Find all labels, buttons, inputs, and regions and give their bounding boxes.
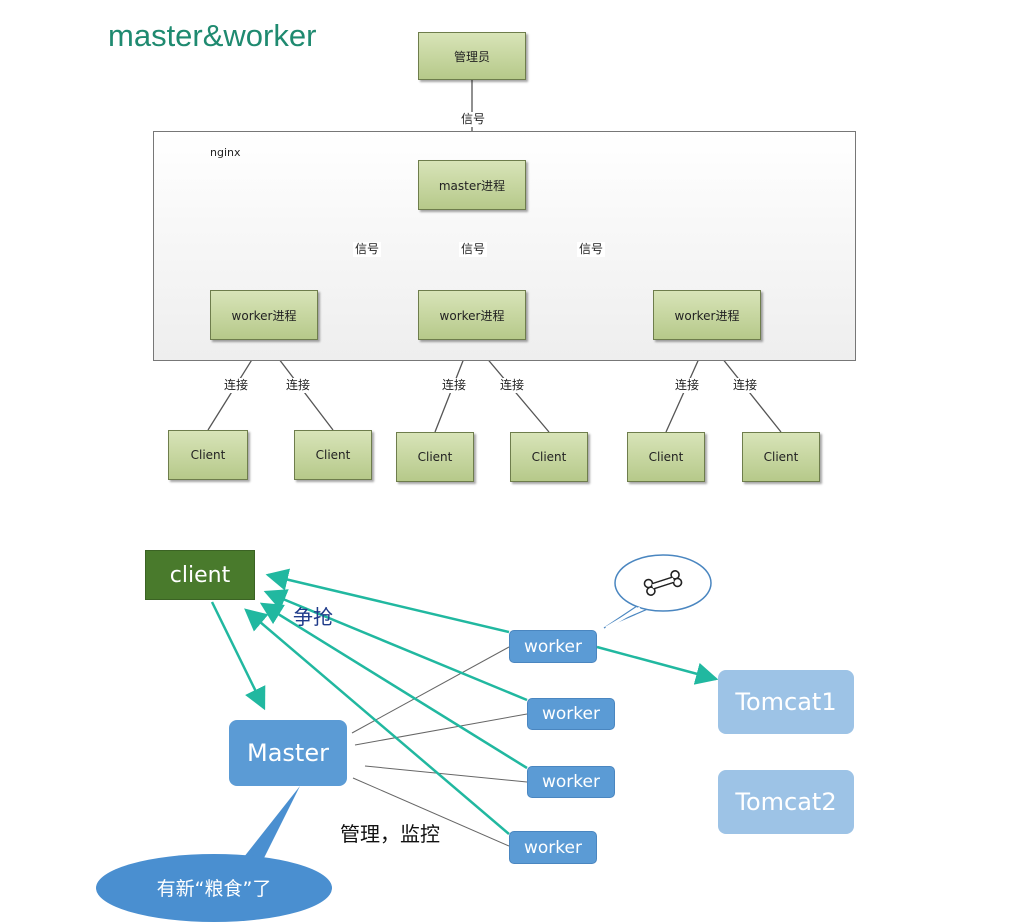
manager-box: 管理员	[418, 32, 526, 80]
worker-tomcat-arrow	[596, 645, 719, 685]
bone-icon	[643, 570, 683, 596]
master-worker-line-2	[354, 713, 528, 746]
connect-label-1: 连接	[222, 378, 251, 393]
signal-label-manager: 信号	[459, 112, 488, 127]
client-master-arrow	[210, 601, 266, 711]
nginx-label: nginx	[210, 146, 241, 159]
tomcat-node-1: Tomcat1	[718, 670, 854, 734]
worker-process-box-1: worker进程	[210, 290, 318, 340]
connect-label-6: 连接	[731, 378, 760, 393]
signal-label-2: 信号	[459, 242, 488, 257]
new-food-bubble-text: 有新“粮食”了	[156, 878, 272, 900]
connect-label-5: 连接	[673, 378, 702, 393]
bone-bubble	[603, 554, 712, 630]
master-process-box: master进程	[418, 160, 526, 210]
master-worker-line-1	[351, 646, 510, 734]
worker-node-1: worker	[509, 630, 597, 663]
client-box-1: Client	[168, 430, 248, 480]
signal-label-3: 信号	[577, 242, 606, 257]
compete-label: 争抢	[293, 605, 333, 629]
worker-node-4: worker	[509, 831, 597, 864]
master-node: Master	[229, 720, 347, 786]
compete-arrow-1	[265, 568, 510, 634]
worker-node-2: worker	[527, 698, 615, 730]
worker-process-box-3: worker进程	[653, 290, 761, 340]
page-title: master&worker	[108, 18, 317, 53]
client-node: client	[145, 550, 255, 600]
compete-arrow-3	[259, 602, 528, 770]
connect-label-2: 连接	[284, 378, 313, 393]
client-box-3: Client	[396, 432, 474, 482]
connect-label-4: 连接	[498, 378, 527, 393]
compete-arrow-2	[263, 589, 528, 702]
master-worker-line-4	[352, 777, 510, 847]
signal-label-1: 信号	[353, 242, 382, 257]
manage-monitor-label: 管理，监控	[340, 822, 440, 846]
compete-arrow-4	[244, 608, 510, 835]
client-box-4: Client	[510, 432, 588, 482]
tomcat-node-2: Tomcat2	[718, 770, 854, 834]
client-box-6: Client	[742, 432, 820, 482]
master-worker-line-3	[364, 765, 528, 783]
worker-node-3: worker	[527, 766, 615, 798]
client-box-5: Client	[627, 432, 705, 482]
connect-label-3: 连接	[440, 378, 469, 393]
client-box-2: Client	[294, 430, 372, 480]
worker-process-box-2: worker进程	[418, 290, 526, 340]
